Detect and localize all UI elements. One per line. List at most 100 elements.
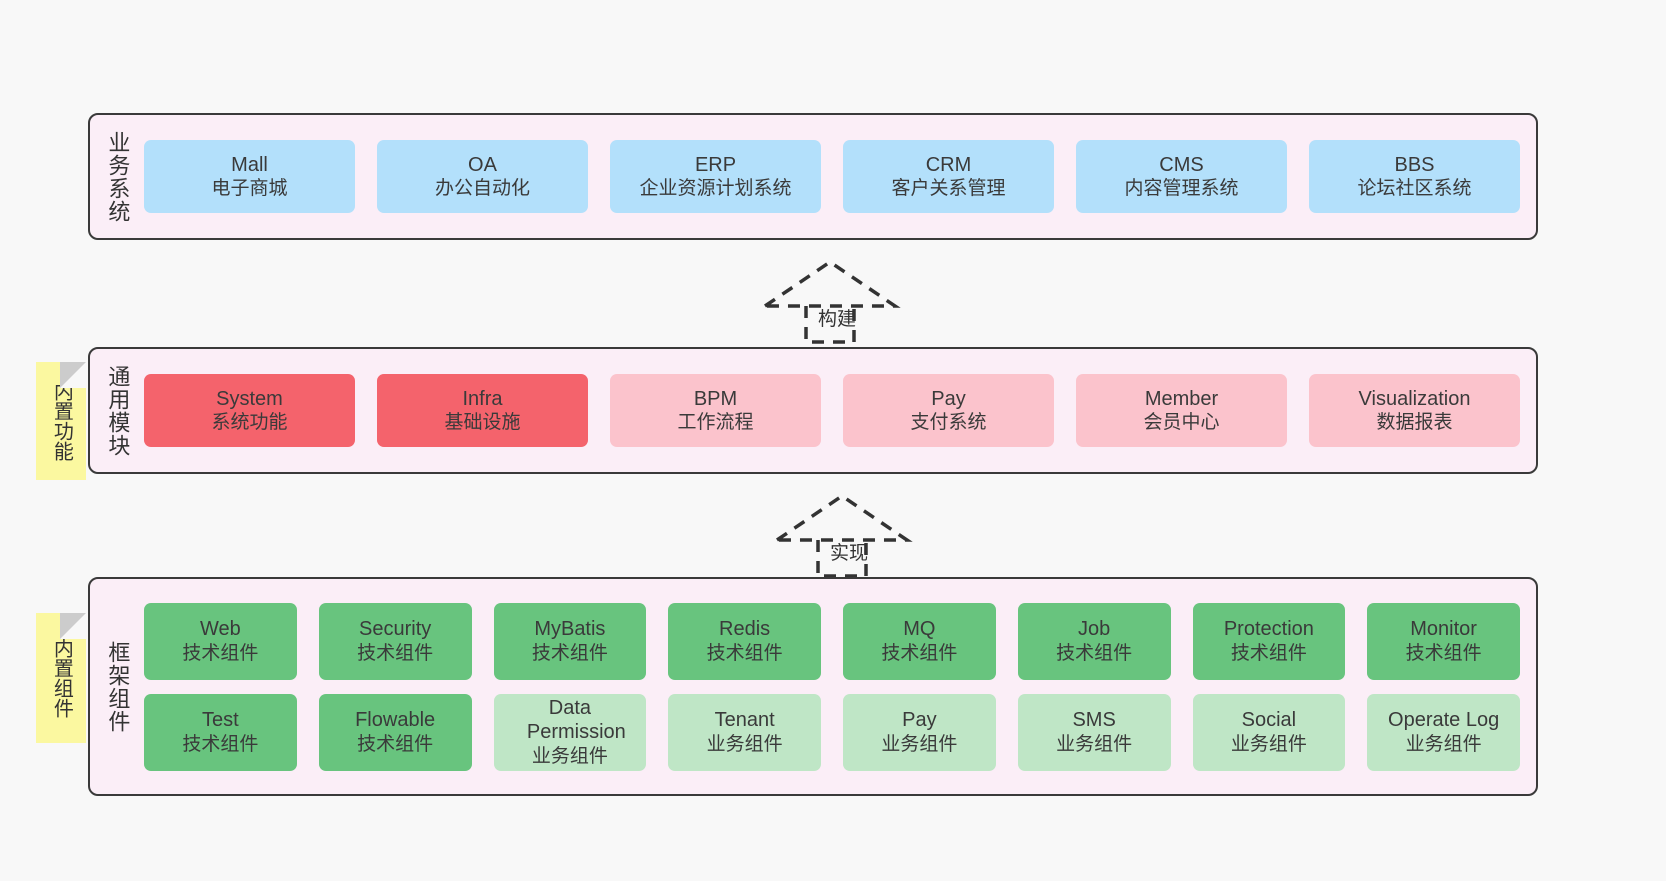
node-member[interactable]: Member 会员中心 bbox=[1076, 374, 1287, 447]
node-erp-title: ERP bbox=[694, 153, 737, 176]
node-visualization-title: Visualization bbox=[1358, 387, 1471, 410]
layer-title-common-modules: 通用模块 bbox=[105, 364, 131, 457]
node-member-title: Member bbox=[1144, 387, 1219, 410]
node-redis-subtitle: 技术组件 bbox=[706, 642, 783, 664]
node-bbs-subtitle: 论坛社区系统 bbox=[1357, 178, 1472, 200]
node-web[interactable]: Web 技术组件 bbox=[144, 602, 297, 680]
note-builtin-components-label: 内置组件 bbox=[50, 638, 73, 718]
node-cms[interactable]: CMS 内容管理系统 bbox=[1076, 140, 1287, 213]
note-builtin-features: 内置功能 bbox=[36, 362, 86, 480]
node-social-subtitle: 业务组件 bbox=[1230, 733, 1307, 755]
node-crm[interactable]: CRM 客户关系管理 bbox=[843, 140, 1054, 213]
node-sms[interactable]: SMS 业务组件 bbox=[1017, 693, 1171, 771]
node-monitor-title: Monitor bbox=[1410, 618, 1477, 641]
node-social[interactable]: Social 业务组件 bbox=[1192, 693, 1346, 771]
node-crm-subtitle: 客户关系管理 bbox=[891, 178, 1006, 200]
node-security-title: Security bbox=[359, 618, 432, 641]
node-visualization[interactable]: Visualization 数据报表 bbox=[1309, 374, 1520, 447]
node-mybatis[interactable]: MyBatis 技术组件 bbox=[493, 602, 647, 680]
node-operate-log-subtitle: 业务组件 bbox=[1405, 733, 1482, 755]
node-mybatis-subtitle: 技术组件 bbox=[531, 642, 608, 664]
note-builtin-features-label: 内置功能 bbox=[50, 381, 73, 461]
node-pay-component[interactable]: Pay 业务组件 bbox=[843, 693, 996, 771]
node-mall[interactable]: Mall 电子商城 bbox=[144, 140, 355, 213]
node-erp-subtitle: 企业资源计划系统 bbox=[639, 178, 792, 200]
connector-implement: 实现 bbox=[771, 492, 913, 578]
node-mq[interactable]: MQ 技术组件 bbox=[843, 602, 996, 680]
connector-implement-label: 实现 bbox=[830, 543, 869, 564]
layer-title-business-system: 业务系统 bbox=[105, 130, 131, 223]
connector-build-label: 构建 bbox=[818, 309, 857, 330]
node-monitor[interactable]: Monitor 技术组件 bbox=[1367, 602, 1520, 680]
connector-build: 构建 bbox=[759, 258, 901, 344]
node-infra-subtitle: 基础设施 bbox=[444, 412, 521, 434]
node-protection[interactable]: Protection 技术组件 bbox=[1192, 602, 1346, 680]
node-pay-module[interactable]: Pay 支付系统 bbox=[843, 374, 1054, 447]
node-mall-subtitle: 电子商城 bbox=[211, 178, 288, 200]
layer-common-modules: 通用模块 System 系统功能 Infra 基础设施 BPM 工作流程 Pay… bbox=[88, 347, 1538, 474]
node-bpm-subtitle: 工作流程 bbox=[677, 412, 754, 434]
node-infra[interactable]: Infra 基础设施 bbox=[377, 374, 588, 447]
node-redis-title: Redis bbox=[719, 618, 771, 641]
layer-body-common-modules: System 系统功能 Infra 基础设施 BPM 工作流程 Pay 支付系统… bbox=[144, 349, 1536, 472]
node-pay-component-subtitle: 业务组件 bbox=[881, 733, 958, 755]
node-protection-title: Protection bbox=[1223, 618, 1314, 641]
node-system[interactable]: System 系统功能 bbox=[144, 374, 355, 447]
layer-title-framework-components: 框架组件 bbox=[105, 640, 131, 733]
framework-row-technical: Web 技术组件 Security 技术组件 MyBatis 技术组件 Redi… bbox=[144, 602, 1520, 680]
node-mybatis-title: MyBatis bbox=[534, 618, 606, 641]
node-social-title: Social bbox=[1241, 709, 1297, 732]
node-pay-module-title: Pay bbox=[931, 387, 966, 410]
connector-build-shape bbox=[759, 259, 901, 344]
node-protection-subtitle: 技术组件 bbox=[1230, 642, 1307, 664]
layer-body-framework-components: Web 技术组件 Security 技术组件 MyBatis 技术组件 Redi… bbox=[144, 579, 1536, 794]
node-mall-title: Mall bbox=[231, 153, 268, 176]
node-bpm-title: BPM bbox=[693, 387, 738, 410]
node-bbs[interactable]: BBS 论坛社区系统 bbox=[1309, 140, 1520, 213]
layer-body-business-system: Mall 电子商城 OA 办公自动化 ERP 企业资源计划系统 CRM 客户关系… bbox=[144, 115, 1536, 238]
node-flowable-subtitle: 技术组件 bbox=[357, 733, 434, 755]
node-pay-component-title: Pay bbox=[902, 709, 937, 732]
node-monitor-subtitle: 技术组件 bbox=[1405, 642, 1482, 664]
node-tenant[interactable]: Tenant 业务组件 bbox=[668, 693, 821, 771]
node-erp[interactable]: ERP 企业资源计划系统 bbox=[610, 140, 821, 213]
node-tenant-title: Tenant bbox=[714, 709, 775, 732]
node-test-subtitle: 技术组件 bbox=[182, 733, 259, 755]
node-flowable-title: Flowable bbox=[355, 709, 436, 732]
node-member-subtitle: 会员中心 bbox=[1143, 412, 1220, 434]
node-operate-log-title: Operate Log bbox=[1388, 709, 1500, 732]
node-data-permission-subtitle: 业务组件 bbox=[531, 745, 608, 767]
node-oa-subtitle: 办公自动化 bbox=[434, 178, 530, 200]
node-data-permission-title: Data Permission bbox=[526, 697, 626, 744]
node-data-permission[interactable]: Data Permission 业务组件 bbox=[493, 693, 647, 771]
node-crm-title: CRM bbox=[925, 153, 972, 176]
node-flowable[interactable]: Flowable 技术组件 bbox=[318, 693, 472, 771]
node-redis[interactable]: Redis 技术组件 bbox=[668, 602, 821, 680]
framework-row-business: Test 技术组件 Flowable 技术组件 Data Permission … bbox=[144, 693, 1520, 771]
node-system-title: System bbox=[216, 387, 283, 410]
node-oa[interactable]: OA 办公自动化 bbox=[377, 140, 588, 213]
node-security-subtitle: 技术组件 bbox=[357, 642, 434, 664]
node-cms-title: CMS bbox=[1159, 153, 1204, 176]
note-builtin-components: 内置组件 bbox=[36, 613, 86, 743]
node-bpm[interactable]: BPM 工作流程 bbox=[610, 374, 821, 447]
module-node-row: System 系统功能 Infra 基础设施 BPM 工作流程 Pay 支付系统… bbox=[144, 374, 1520, 447]
node-security[interactable]: Security 技术组件 bbox=[318, 602, 472, 680]
node-test[interactable]: Test 技术组件 bbox=[144, 693, 297, 771]
node-system-subtitle: 系统功能 bbox=[211, 412, 288, 434]
node-mq-title: MQ bbox=[903, 618, 936, 641]
node-web-subtitle: 技术组件 bbox=[182, 642, 259, 664]
node-pay-module-subtitle: 支付系统 bbox=[910, 412, 987, 434]
node-infra-title: Infra bbox=[462, 387, 503, 410]
layer-business-system: 业务系统 Mall 电子商城 OA 办公自动化 ERP 企业资源计划系统 CRM… bbox=[88, 113, 1538, 240]
node-tenant-subtitle: 业务组件 bbox=[706, 733, 783, 755]
node-web-title: Web bbox=[199, 618, 241, 641]
node-job[interactable]: Job 技术组件 bbox=[1017, 602, 1171, 680]
node-cms-subtitle: 内容管理系统 bbox=[1124, 178, 1239, 200]
node-job-title: Job bbox=[1078, 618, 1111, 641]
node-mq-subtitle: 技术组件 bbox=[881, 642, 958, 664]
layer-framework-components: 框架组件 Web 技术组件 Security 技术组件 MyBatis 技术组件… bbox=[88, 577, 1538, 796]
node-test-title: Test bbox=[202, 709, 239, 732]
connector-implement-shape bbox=[771, 493, 913, 578]
node-operate-log[interactable]: Operate Log 业务组件 bbox=[1367, 693, 1520, 771]
